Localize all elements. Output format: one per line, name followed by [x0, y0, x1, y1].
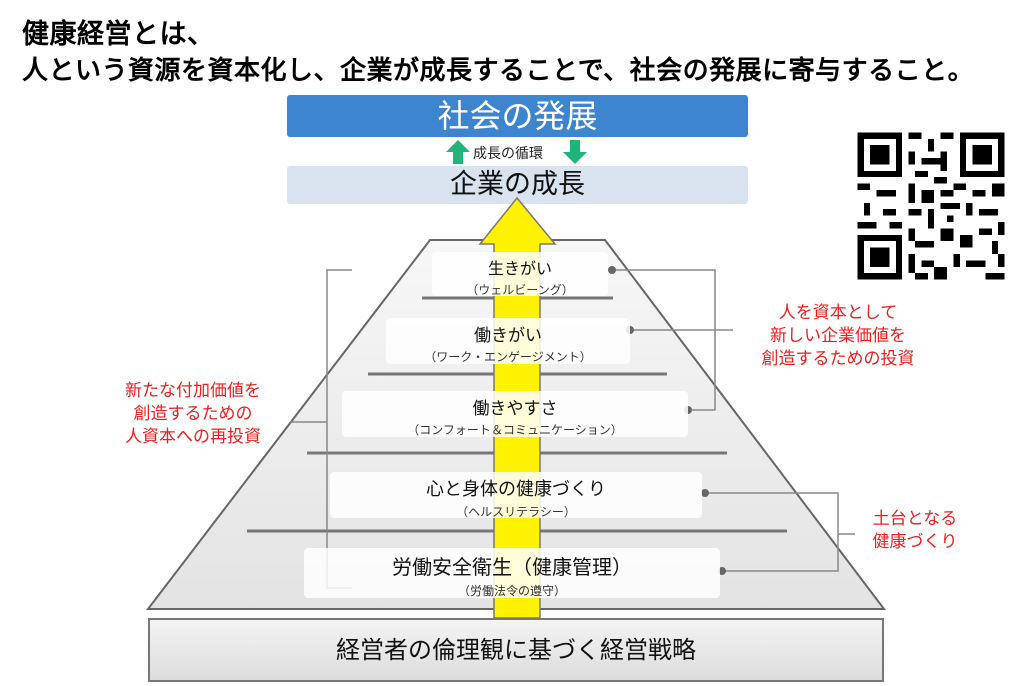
note-line: 人を資本として	[778, 303, 898, 323]
layer-hatarakigai-title: 働きがい	[474, 326, 542, 346]
note-line: 創造するための投資	[761, 349, 915, 369]
layer-ikigai-title: 生きがい	[487, 259, 552, 278]
layer-ikigai: 生きがい （ウェルビーング）	[432, 252, 608, 297]
layer-health-title: 心と身体の健康づくり	[426, 479, 606, 500]
layer-hatarakigai: 働きがい （ワーク・エンゲージメント）	[386, 318, 630, 364]
growth-cycle-label: 成長の循環	[473, 146, 543, 162]
qr-code-icon[interactable]	[851, 126, 1011, 286]
headline-line-2: 人という資源を資本化し、企業が成長することで、社会の発展に寄与すること。	[22, 56, 975, 86]
bracket-dot	[608, 266, 616, 274]
growth-cycle-arrows	[446, 140, 587, 164]
right-bracket-upper	[612, 269, 716, 411]
layer-hatarakigai-subtitle: （ワーク・エンゲージメント）	[424, 350, 592, 364]
layer-safety: 労働安全衛生（健康管理） （労働法令の遵守）	[304, 548, 720, 598]
note-line: 土台となる	[872, 509, 958, 529]
note-line: 創造するための	[133, 404, 253, 424]
layer-hatarakiyasusa: 働きやすさ （コンフォート＆コミュニケーション）	[342, 391, 688, 437]
layer-health: 心と身体の健康づくり （ヘルスリテラシー）	[330, 472, 702, 519]
layer-hatarakiyasusa-subtitle: （コンフォート＆コミュニケーション）	[407, 423, 623, 437]
bracket-dot	[718, 567, 726, 575]
society-development-box: 社会の発展	[287, 95, 748, 137]
up-arrow-icon	[446, 140, 470, 164]
layer-safety-title: 労働安全衛生（健康管理）	[392, 555, 632, 579]
layer-health-subtitle: （ヘルスリテラシー）	[456, 505, 576, 519]
note-human-capital-investment: 人を資本として 新しい企業価値を 創造するための投資	[733, 302, 943, 371]
note-line: 新しい企業価値を	[770, 326, 906, 346]
layer-safety-subtitle: （労働法令の遵守）	[457, 584, 566, 598]
down-arrow-icon	[563, 140, 587, 164]
right-bracket-lower	[705, 492, 839, 572]
note-reinvestment: 新たな付加価値を 創造するための 人資本への再投資	[98, 380, 288, 449]
base-strategy-box: 経営者の倫理観に基づく経営戦略	[148, 618, 884, 682]
headline-line-1: 健康経営とは、	[22, 19, 215, 50]
layer-hatarakiyasusa-title: 働きやすさ	[472, 399, 558, 419]
note-line: 新たな付加価値を	[125, 381, 261, 401]
layer-ikigai-subtitle: （ウェルビーング）	[466, 283, 574, 297]
note-foundation-health: 土台となる 健康づくり	[855, 508, 975, 554]
bracket-dot	[701, 489, 709, 497]
note-line: 人資本への再投資	[125, 427, 261, 447]
note-line: 健康づくり	[872, 532, 958, 552]
